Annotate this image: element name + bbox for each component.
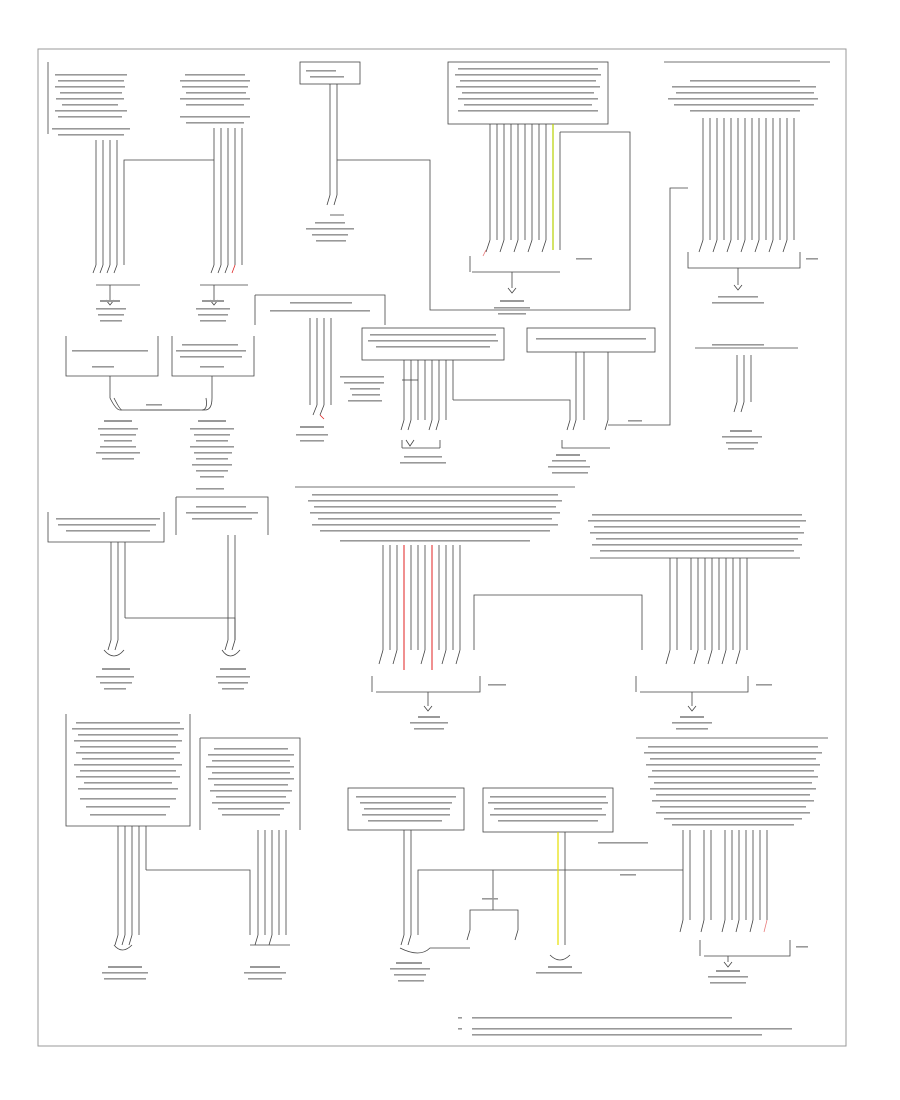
component-group-top-center bbox=[299, 61, 631, 311]
component-group-row3-right bbox=[588, 514, 806, 730]
notes-markers bbox=[458, 1017, 792, 1036]
component-group-row3-left bbox=[47, 512, 236, 690]
component-group-bottom-center-1 bbox=[347, 787, 683, 982]
component-group-row3-center bbox=[295, 486, 643, 730]
component-group-row2-left bbox=[65, 336, 255, 490]
component-group-bottom-left-2 bbox=[199, 737, 301, 980]
diagram-frame bbox=[37, 48, 847, 1047]
component-group-bottom-left-1 bbox=[65, 714, 251, 980]
component-group-row2-center-left bbox=[254, 294, 386, 442]
component-group-top-left-1 bbox=[47, 62, 214, 322]
component-group-top-right bbox=[608, 61, 830, 426]
component-group-top-center-right bbox=[447, 61, 609, 315]
component-group-row2-center bbox=[340, 327, 571, 464]
component-group-row2-center-right bbox=[526, 327, 656, 474]
component-group-bottom-center-2 bbox=[466, 787, 614, 974]
component-group-top-left-2 bbox=[180, 74, 250, 322]
component-group-row2-right bbox=[695, 344, 798, 450]
component-group-row3-left-2 bbox=[175, 496, 269, 690]
component-group-bottom-right bbox=[598, 737, 828, 984]
